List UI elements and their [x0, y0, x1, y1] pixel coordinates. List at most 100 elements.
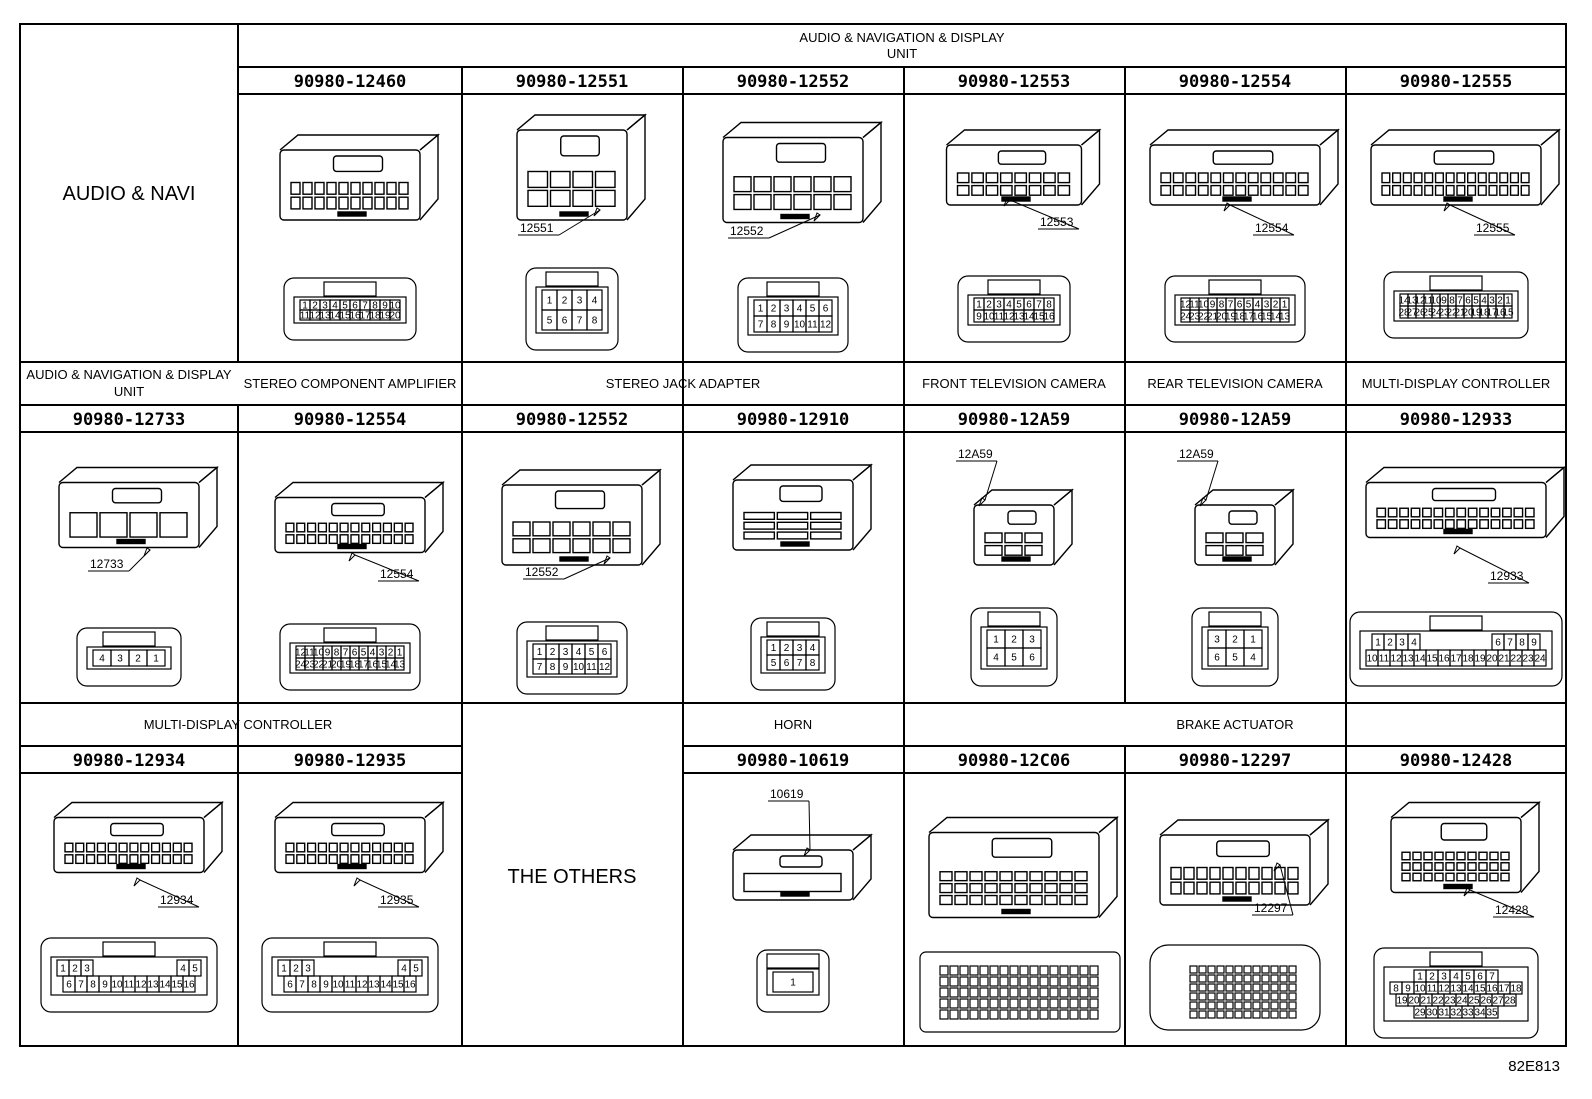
terminal-cavity	[1479, 507, 1489, 518]
connector-side-face	[1098, 816, 1118, 918]
terminal-cavity	[1423, 872, 1433, 882]
terminal-cavity	[350, 196, 361, 210]
id-mark	[1001, 908, 1031, 915]
connector-top-face	[1365, 466, 1566, 484]
pin-face-latch	[323, 627, 377, 643]
terminal-cavity	[69, 512, 98, 538]
terminal-cavity	[1467, 184, 1477, 196]
pin-number: 6	[1214, 653, 1220, 664]
connector-side-face	[852, 463, 872, 551]
header-audio-nav-display-unit-line1: AUDIO & NAVIGATION & DISPLAY	[26, 367, 231, 382]
terminal-cavity	[1434, 851, 1444, 861]
pin-cell	[1234, 1010, 1243, 1019]
pin-cell	[999, 998, 1009, 1009]
pin-cell	[586, 309, 603, 331]
callout-arrowhead	[1443, 202, 1451, 212]
pin-number: 8	[90, 980, 96, 991]
connector-side-face	[1080, 128, 1101, 206]
pin-number: 3	[563, 647, 569, 658]
part-number: 90980-12554	[1179, 72, 1292, 92]
callout-label: 12A59	[1179, 447, 1214, 461]
pin-cell	[1069, 987, 1079, 998]
terminal-cavity	[1235, 866, 1247, 880]
terminal-cavity	[1029, 882, 1043, 894]
terminal-cavity	[1467, 862, 1477, 871]
terminal-cavity	[1381, 184, 1391, 196]
terminal-cavity	[939, 871, 953, 882]
terminal-cavity	[572, 521, 591, 537]
pin-number: 22	[1432, 996, 1444, 1007]
connector-side-face	[424, 801, 444, 873]
pin-number: 5	[1232, 653, 1238, 664]
terminal-cavity	[328, 842, 338, 853]
connector-latch	[1212, 150, 1274, 165]
terminal-cavity	[1413, 172, 1423, 184]
header-front-television-camera: FRONT TELEVISION CAMERA	[922, 376, 1106, 391]
connector-top-face	[58, 466, 219, 484]
connector-latch	[111, 487, 163, 504]
callout-label: 12428	[1495, 903, 1529, 917]
id-mark	[780, 891, 810, 897]
connector-12552	[722, 121, 883, 224]
pin-number: 3	[1214, 635, 1220, 646]
pin-cell	[949, 976, 959, 987]
terminal-cavity	[1225, 532, 1244, 544]
pin-number: 10	[794, 320, 806, 331]
pin-face-latch	[1429, 951, 1483, 967]
pin-cell	[1198, 965, 1207, 974]
terminal-cavity	[328, 522, 338, 533]
terminal-cavity	[793, 176, 812, 193]
pin-number: 1	[976, 300, 982, 311]
connector-latch	[554, 490, 606, 510]
terminal-cavity	[1014, 172, 1028, 184]
pin-number: 3	[1441, 972, 1447, 983]
header-stereo-component-amplifier: STEREO COMPONENT AMPLIFIER	[244, 376, 457, 391]
id-mark	[1222, 556, 1252, 562]
pin-number: 11	[807, 320, 818, 331]
pin-number: 14	[380, 980, 392, 991]
terminal-cavity	[339, 854, 349, 865]
pin-cell	[1288, 1001, 1297, 1010]
connector-latch	[779, 855, 823, 868]
pin-cell	[959, 987, 969, 998]
terminal-cavity	[1424, 184, 1434, 196]
pin-face-housing	[1191, 607, 1279, 687]
header-audio-nav-display-unit-line2: UNIT	[887, 46, 917, 61]
terminal-cavity	[954, 882, 968, 894]
pin-cell	[1079, 1009, 1089, 1020]
terminal-cavity	[339, 842, 349, 853]
terminal-cavity	[1422, 519, 1432, 530]
terminal-cavity	[1478, 872, 1488, 882]
terminal-cavity	[1170, 881, 1182, 895]
terminal-cavity	[296, 842, 306, 853]
pin-number: 19	[1225, 312, 1237, 323]
pin-number: 3	[797, 643, 803, 654]
terminal-cavity	[339, 534, 349, 545]
terminal-cavity	[1261, 866, 1273, 880]
pin-face-latch	[323, 281, 377, 297]
pin-face-latch	[102, 941, 156, 957]
terminal-cavity	[939, 882, 953, 894]
terminal-cavity	[361, 522, 371, 533]
pin-cell	[1059, 976, 1069, 987]
connector-top-face	[928, 816, 1119, 834]
pin-cell	[818, 315, 833, 333]
terminal-cavity	[1248, 881, 1260, 895]
pin-number: 1	[1250, 635, 1256, 646]
pin-cell	[1069, 998, 1079, 1009]
id-mark	[1443, 528, 1473, 535]
callout-label: 12733	[90, 557, 124, 571]
pin-cell	[1198, 1001, 1207, 1010]
terminal-cavity	[1434, 172, 1444, 184]
terminal-cavity	[999, 172, 1013, 184]
terminal-cavity	[1043, 184, 1056, 196]
pin-cell	[979, 976, 989, 987]
terminal-cavity	[592, 521, 611, 537]
terminal-cavity	[1513, 519, 1524, 530]
pin-number: 8	[372, 301, 378, 312]
terminal-cavity	[1272, 184, 1284, 196]
pin-cell	[1243, 647, 1263, 667]
callout-arrowhead	[1273, 862, 1281, 872]
